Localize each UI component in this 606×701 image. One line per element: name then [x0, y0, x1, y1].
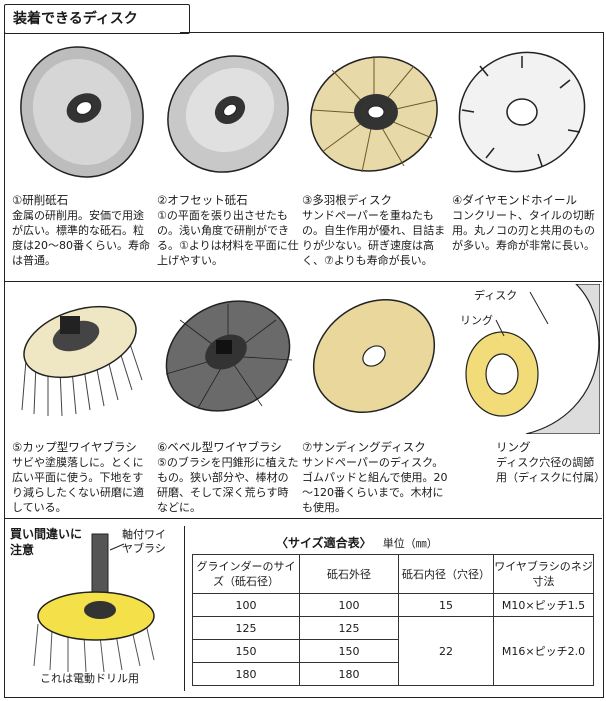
- cell-grinder: 100: [192, 593, 300, 617]
- cell-inner: 15: [398, 593, 494, 617]
- cell-grinder: 150: [192, 639, 300, 663]
- item-2-title: ②オフセット砥石: [157, 193, 248, 207]
- ring-illustration: [465, 284, 600, 434]
- item-4-desc: コンクリート、タイルの切断用。丸ノコの刃と共用のものが多い。寿命が非常に長い。: [452, 209, 595, 252]
- header-rule: [180, 32, 604, 33]
- grinding-wheel-illustration: [20, 46, 144, 178]
- table-row: 100 100 15 M10×ピッチ1.5: [192, 593, 594, 617]
- item-4-title: ④ダイヤモンドホイール: [452, 193, 577, 207]
- size-table-title: 〈サイズ適合表〉: [276, 536, 372, 550]
- col-screw-size: ワイヤブラシのネジ寸法: [493, 554, 594, 594]
- cell-outer: 150: [299, 639, 399, 663]
- col-outer-diameter: 砥石外径: [299, 554, 399, 594]
- table-divider: [184, 526, 185, 691]
- cell-outer: 125: [299, 616, 399, 640]
- table-row: 125 125 22 M16×ピッチ2.0: [192, 616, 594, 686]
- item-5-title: ⑤カップ型ワイヤブラシ: [12, 440, 137, 454]
- row-divider-1: [4, 281, 602, 282]
- warning-title: 買い間違いに注意: [10, 527, 83, 557]
- item-3-title: ③多羽根ディスク: [302, 193, 393, 207]
- cell-outer: 100: [299, 593, 399, 617]
- bevel-wire-brush-illustration: [165, 300, 293, 412]
- item-3-desc: サンドペーパーを重ねたもの。自生作用が優れ、目詰まりが少ない。研ぎ速度は高く、⑦…: [302, 209, 446, 267]
- cell-screw: M16×ピッチ2.0: [493, 616, 594, 686]
- sanding-disc-illustration: [312, 299, 436, 413]
- shaft-brush-label: 軸付ワイヤブラシ: [122, 528, 166, 555]
- disk-label: ディスク: [474, 289, 518, 302]
- cell-screw: M10×ピッチ1.5: [493, 593, 594, 617]
- row-divider-2: [4, 518, 602, 519]
- item-6-title: ⑥ベベル型ワイヤブラシ: [157, 440, 282, 454]
- cell-outer: 180: [299, 662, 399, 686]
- item-6-desc: ⑤のブラシを円錐形に植えたもの。狭い部分や、棒材の研磨、そして深く荒らす時などに…: [157, 456, 299, 514]
- size-table: グラインダーのサイズ（砥石径） 砥石外径 砥石内径（穴径） ワイヤブラシのネジ寸…: [192, 554, 594, 686]
- item-2-desc: ①の平面を張り出させたもの。浅い角度で研削ができる。①よりは材料を平面に仕上げや…: [157, 209, 299, 267]
- drill-note: これは電動ドリル用: [40, 672, 139, 685]
- diamond-wheel-illustration: [458, 51, 586, 173]
- shaft-wire-brush-illustration: [33, 533, 155, 673]
- item-1-desc: 金属の研削用。安価で用途が広い。標準的な砥石。粒度は20～80番くらい。寿命は普…: [12, 209, 150, 267]
- flap-disc-illustration: [310, 56, 438, 173]
- cell-inner: 22: [398, 616, 494, 686]
- table-row: 180 180: [192, 662, 594, 686]
- offset-wheel-illustration: [167, 55, 289, 173]
- ring-caption-title: リング: [496, 440, 531, 454]
- col-inner-diameter: 砥石内径（穴径）: [398, 554, 494, 594]
- item-7-title: ⑦サンディングディスク: [302, 440, 426, 454]
- item-7-desc: サンドペーパーのディスク。ゴムパッドと組んで使用。20～120番くらいまで。木材…: [302, 456, 448, 514]
- item-5-desc: サビや塗膜落しに。とくに広い平面に使う。下地をすり減らしたくない研磨に適している…: [12, 456, 144, 514]
- cup-wire-brush-illustration: [21, 305, 143, 417]
- item-1-title: ①研削砥石: [12, 193, 69, 207]
- ring-caption-desc: ディスク穴径の調節用（ディスクに付属）: [496, 456, 606, 484]
- col-grinder-size: グラインダーのサイズ（砥石径）: [192, 554, 300, 594]
- ring-label: リング: [460, 314, 493, 327]
- main-frame: [4, 32, 604, 698]
- size-table-unit: 単位（㎜）: [382, 537, 438, 550]
- cell-grinder: 180: [192, 662, 300, 686]
- section-header: 装着できるディスク: [4, 4, 190, 34]
- size-table-header: グラインダーのサイズ（砥石径） 砥石外径 砥石内径（穴径） ワイヤブラシのネジ寸…: [192, 554, 594, 594]
- cell-grinder: 125: [192, 616, 300, 640]
